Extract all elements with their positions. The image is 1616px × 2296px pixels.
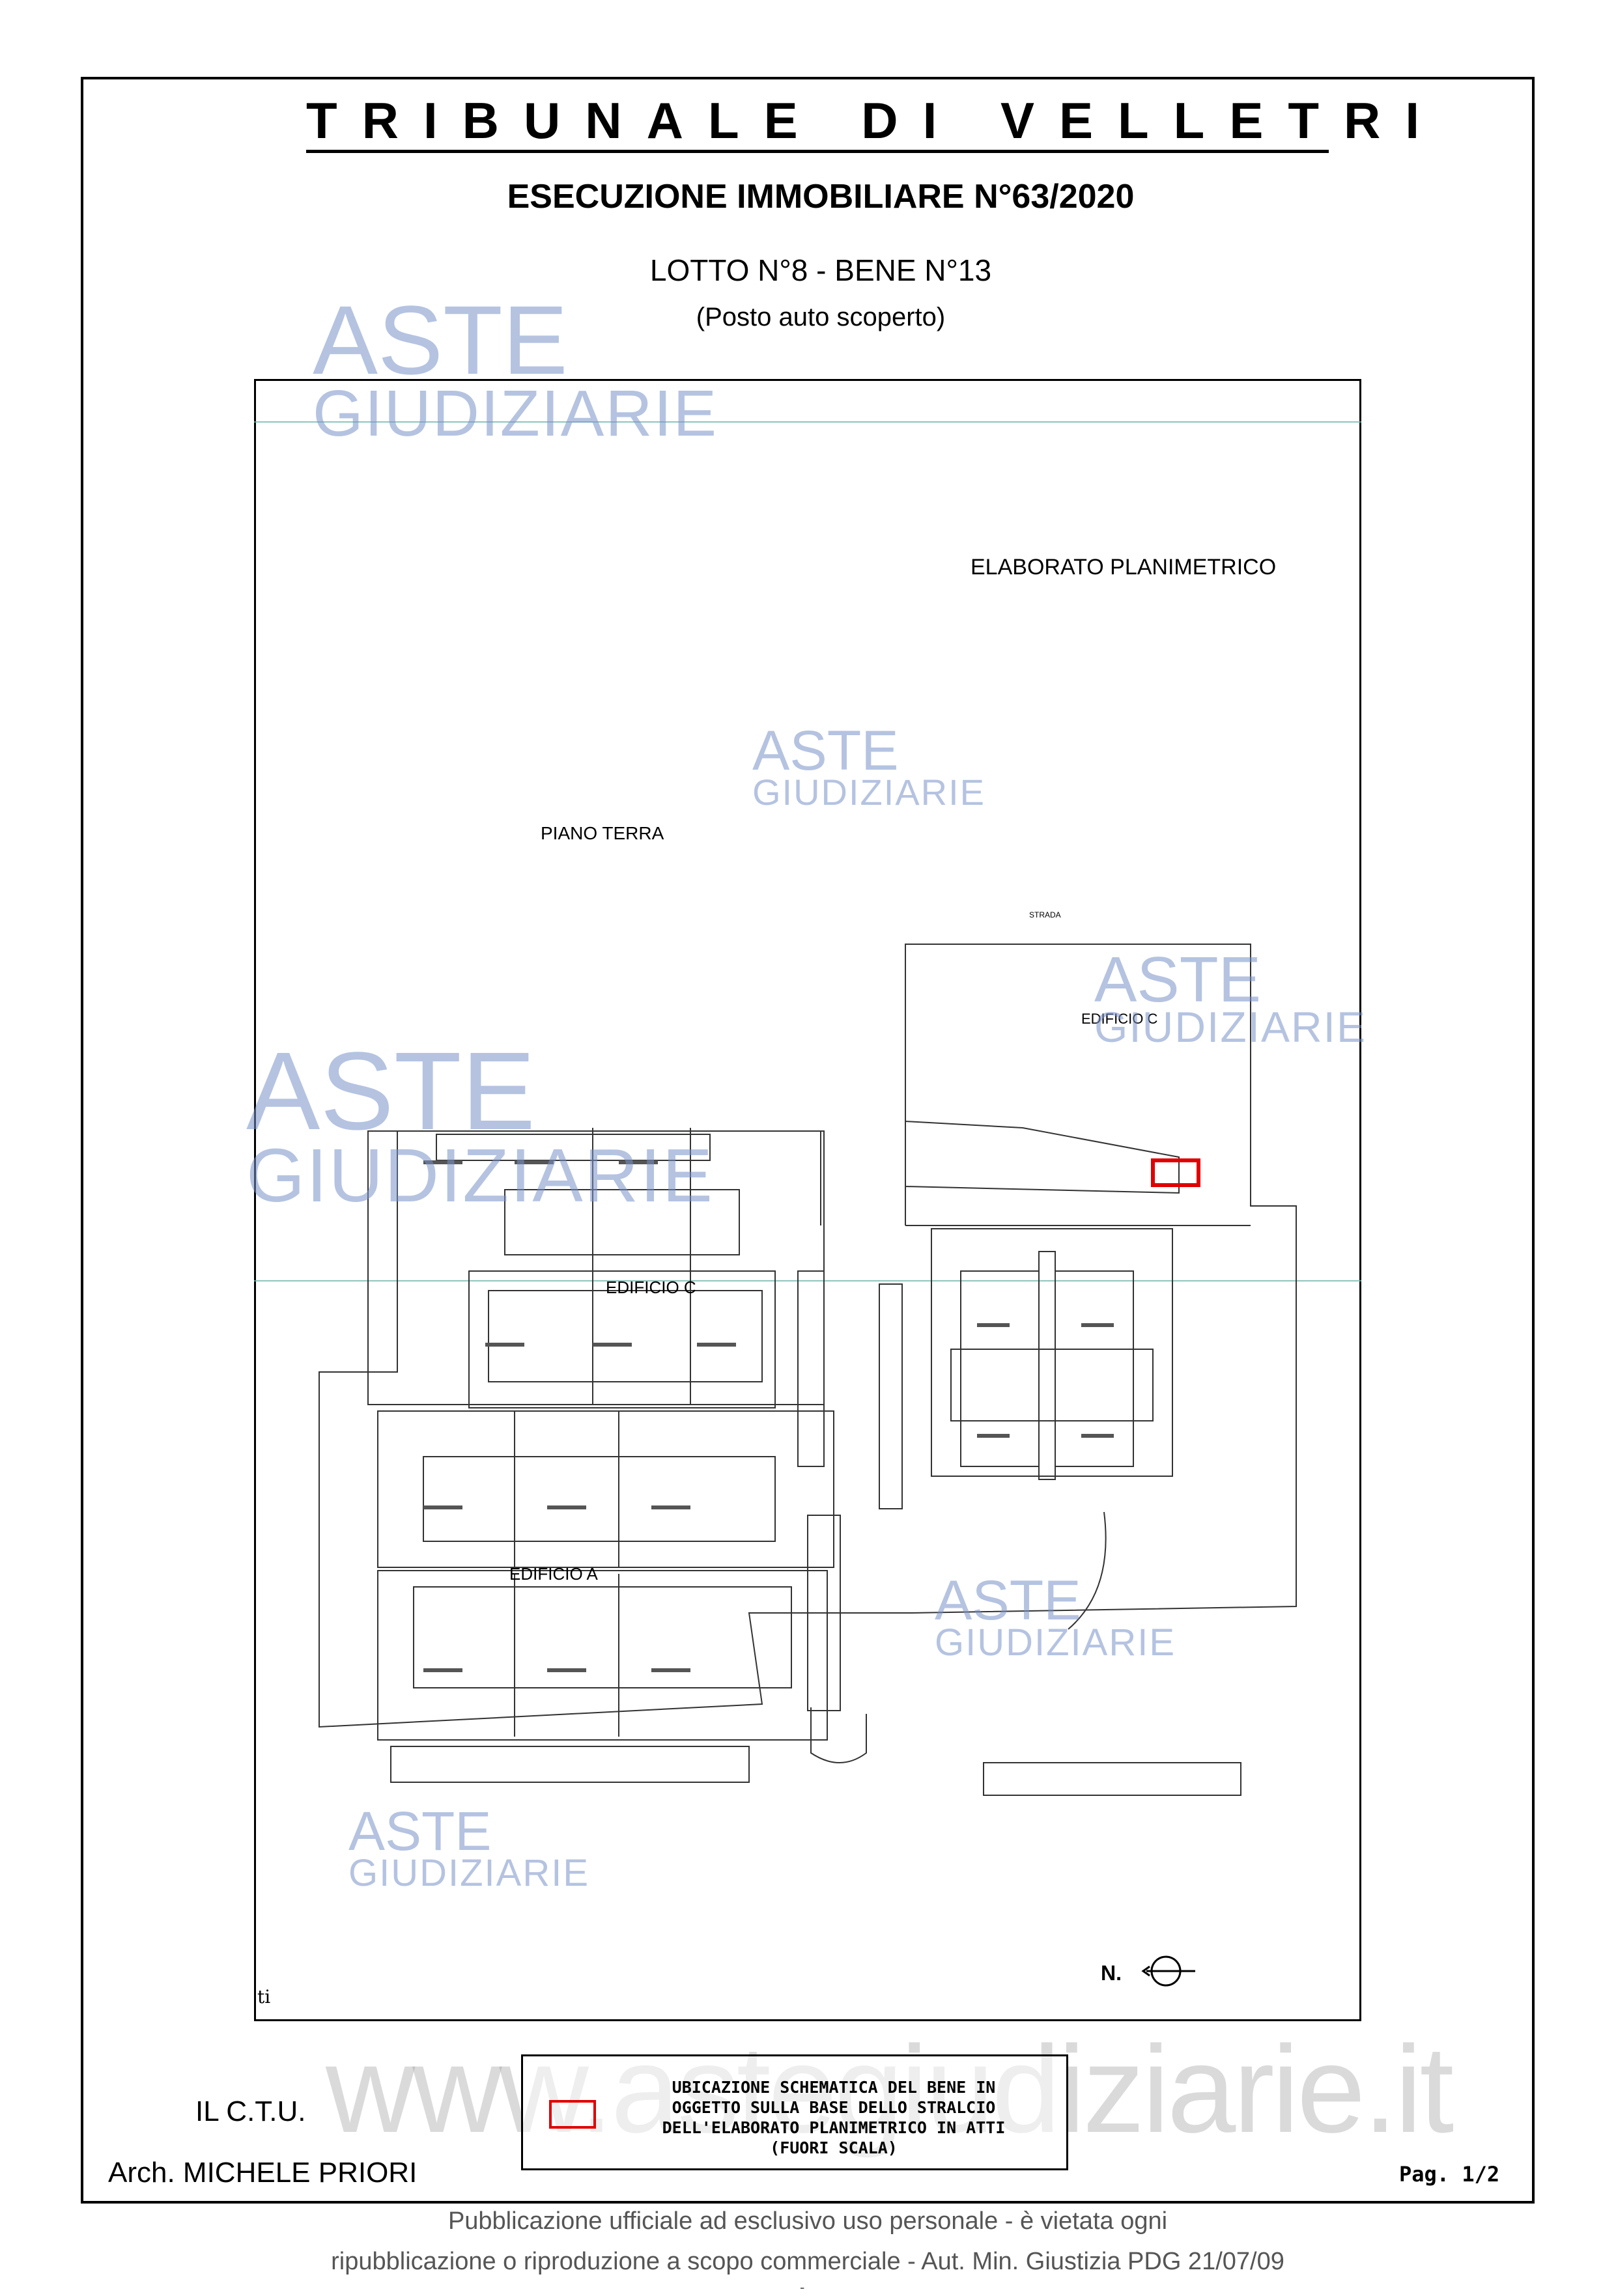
ctu-name: Arch. MICHELE PRIORI bbox=[108, 2157, 418, 2189]
legend-line-1: UBICAZIONE SCHEMATICA DEL BENE IN bbox=[672, 2078, 996, 2097]
plan-title: ELABORATO PLANIMETRICO bbox=[971, 555, 1277, 580]
title-underline bbox=[306, 150, 1329, 153]
north-arrow-icon bbox=[1141, 1955, 1195, 1987]
watermark-logo-1: ASTE GIUDIZIARIE bbox=[313, 285, 718, 450]
footer-line-1: Pubblicazione ufficiale ad esclusivo uso… bbox=[447, 2207, 1168, 2235]
highlighted-parking-space bbox=[1151, 1158, 1200, 1187]
ctu-label: IL C.T.U. bbox=[195, 2095, 306, 2127]
page-frame bbox=[81, 77, 1535, 2204]
legend-swatch bbox=[549, 2100, 596, 2129]
corner-mark: ti bbox=[257, 1986, 271, 2008]
north-label: N. bbox=[1101, 1961, 1122, 1985]
footer-mark: - bbox=[800, 2279, 805, 2295]
watermark-logo-2: ASTE GIUDIZIARIE bbox=[752, 720, 986, 813]
footer-line-2: ripubblicazione o riproduzione a scopo c… bbox=[331, 2248, 1284, 2275]
building-c-top-label: EDIFICIO C bbox=[1081, 1011, 1158, 1027]
page-number: Pag. 1/2 bbox=[1399, 2162, 1500, 2187]
case-number: ESECUZIONE IMMOBILIARE N°63/2020 bbox=[507, 178, 1135, 216]
watermark-logo-3: ASTE GIUDIZIARIE bbox=[1094, 944, 1367, 1052]
legend-box bbox=[521, 2054, 1068, 2170]
legend-text: UBICAZIONE SCHEMATICA DEL BENE IN OGGETT… bbox=[612, 2077, 1055, 2158]
floor-label: PIANO TERRA bbox=[541, 823, 664, 843]
legend-line-3: DELL'ELABORATO PLANIMETRICO IN ATTI bbox=[662, 2118, 1006, 2137]
floor-plan-drawing bbox=[254, 421, 1361, 1987]
legend-line-4: (FUORI SCALA) bbox=[770, 2138, 898, 2157]
court-title: TRIBUNALE DI VELLETRI bbox=[306, 92, 1444, 149]
watermark-logo-5: ASTE GIUDIZIARIE bbox=[935, 1569, 1176, 1664]
watermark-logo-6: ASTE GIUDIZIARIE bbox=[348, 1800, 590, 1894]
building-c-label: EDIFICIO C bbox=[606, 1278, 696, 1297]
legend-line-2: OGGETTO SULLA BASE DELLO STRALCIO bbox=[672, 2098, 996, 2117]
lot-line: LOTTO N°8 - BENE N°13 bbox=[649, 253, 992, 287]
building-a-label: EDIFICIO A bbox=[509, 1564, 598, 1584]
plan-box bbox=[254, 379, 1361, 2021]
watermark-logo-4: ASTE GIUDIZIARIE bbox=[246, 1029, 715, 1218]
road-label: STRADA bbox=[1029, 910, 1061, 919]
lot-subtitle: (Posto auto scoperto) bbox=[696, 303, 946, 331]
